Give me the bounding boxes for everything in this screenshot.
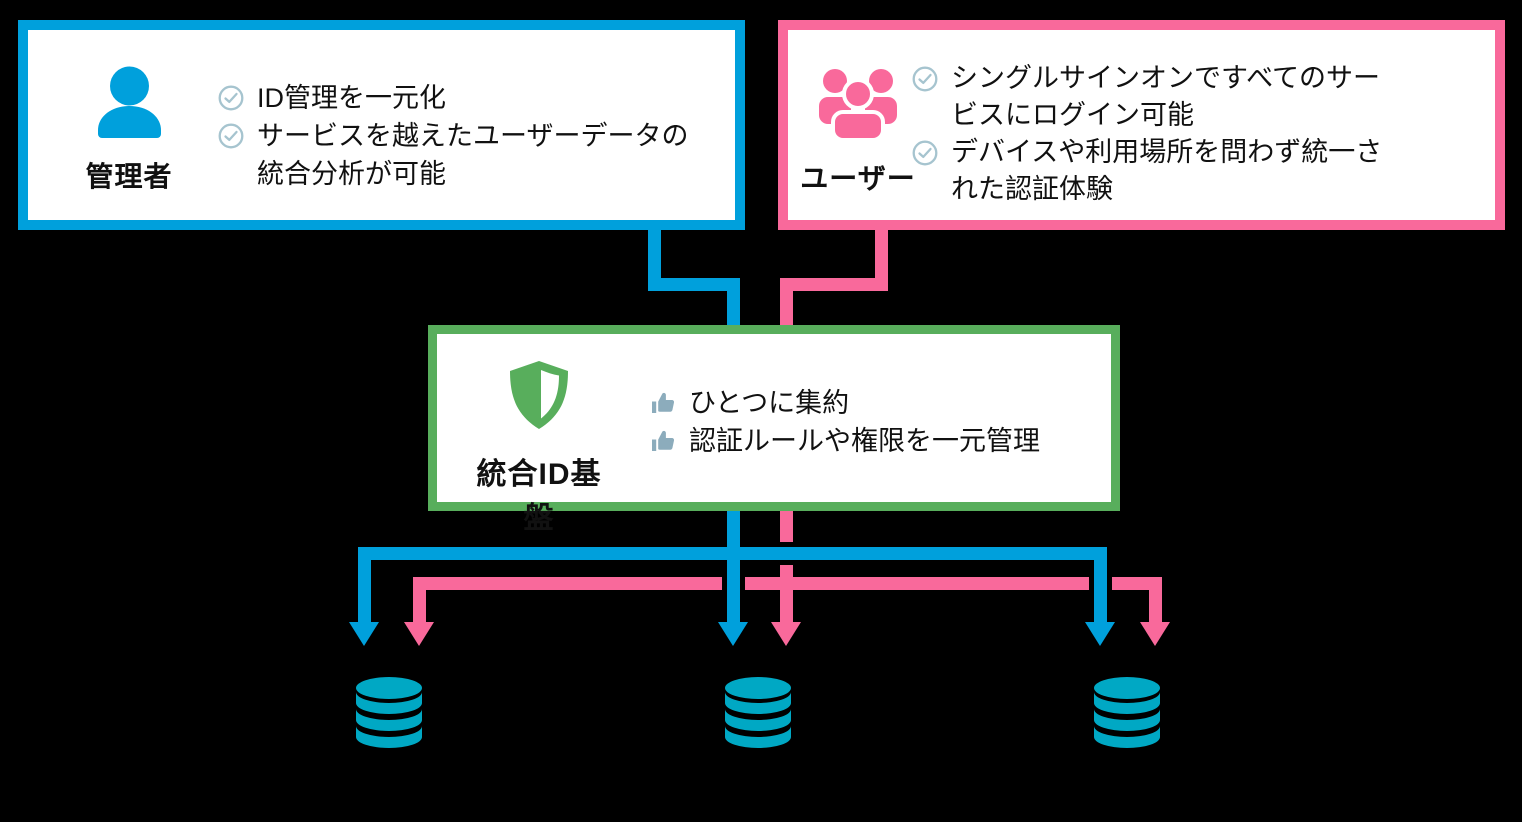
admin-box: 管理者 ID管理を一元化 サービスを越えた [18, 20, 745, 230]
arrow-down-icon [404, 622, 434, 646]
connector-platform-to-db-pink [780, 511, 793, 542]
database-icon [725, 677, 791, 753]
connector-platform-to-db-blue [1094, 547, 1107, 623]
arrow-down-icon [718, 622, 748, 646]
item-text: ひとつに集約 [689, 388, 850, 418]
connector-platform-to-db-pink [780, 565, 793, 623]
connector-admin-to-platform [648, 278, 740, 291]
check-circle-icon [912, 66, 938, 92]
platform-figure: 統合ID基盤 [464, 360, 614, 537]
check-circle-icon [912, 140, 938, 166]
list-item: ひとつに集約 [650, 384, 1090, 422]
list-item: 認証ルールや権限を一元管理 [650, 422, 1090, 460]
item-text: シングルサインオンですべてのサー ビスにログイン可能 [951, 63, 1381, 130]
connector-platform-to-db-pink [413, 577, 722, 590]
users-icon [818, 66, 898, 140]
arrow-down-icon [1140, 622, 1170, 646]
connector-platform-to-db-blue [358, 547, 371, 623]
connector-platform-to-db-blue [727, 511, 740, 623]
user-figure: ユーザー [796, 66, 920, 197]
connector-platform-to-db-blue [358, 547, 1107, 560]
item-text: ID管理を一元化 [257, 83, 446, 113]
arrow-down-icon [771, 622, 801, 646]
user-label: ユーザー [800, 163, 916, 194]
platform-label: 統合ID基盤 [476, 458, 602, 535]
connector-platform-to-db-pink [1149, 577, 1162, 623]
connector-platform-to-db-pink [413, 577, 426, 623]
list-item: ID管理を一元化 [218, 79, 718, 117]
user-benefits-list: シングルサインオンですべてのサー ビスにログイン可能 デバイスや利用場所を問わず… [912, 60, 1472, 208]
connector-user-to-platform [875, 230, 888, 291]
connector-admin-to-platform [648, 230, 661, 291]
person-icon [96, 66, 163, 138]
item-text: デバイスや利用場所を問わず統一さ れた認証体験 [951, 137, 1383, 204]
check-circle-icon [218, 85, 244, 111]
list-item: デバイスや利用場所を問わず統一さ れた認証体験 [912, 134, 1472, 208]
item-text: 認証ルールや権限を一元管理 [689, 426, 1040, 456]
database-icon [1094, 677, 1160, 753]
platform-features-list: ひとつに集約 認証ルールや権限を一元管理 [650, 384, 1090, 460]
connector-user-to-platform [780, 278, 888, 291]
item-text: サービスを越えたユーザーデータの 統合分析が可能 [257, 121, 689, 189]
connector-admin-to-platform [727, 278, 740, 325]
admin-benefits-list: ID管理を一元化 サービスを越えたユーザーデータの 統合分析が可能 [218, 79, 718, 193]
connector-platform-to-db-pink [745, 577, 1089, 590]
arrow-down-icon [1085, 622, 1115, 646]
admin-figure: 管理者 [67, 66, 191, 195]
shield-icon [505, 360, 573, 430]
thumbs-up-icon [650, 428, 676, 454]
arrow-down-icon [349, 622, 379, 646]
admin-label: 管理者 [85, 161, 173, 192]
thumbs-up-icon [650, 390, 676, 416]
check-circle-icon [218, 123, 244, 149]
user-box: ユーザー シングルサインオンですべてのサー ビスにログイン可能 [778, 20, 1505, 230]
platform-box: 統合ID基盤 ひとつに集約 認証ルールや権 [428, 325, 1120, 535]
list-item: シングルサインオンですべてのサー ビスにログイン可能 [912, 60, 1472, 134]
database-icon [356, 677, 422, 753]
connector-user-to-platform [780, 278, 793, 325]
list-item: サービスを越えたユーザーデータの 統合分析が可能 [218, 117, 718, 193]
